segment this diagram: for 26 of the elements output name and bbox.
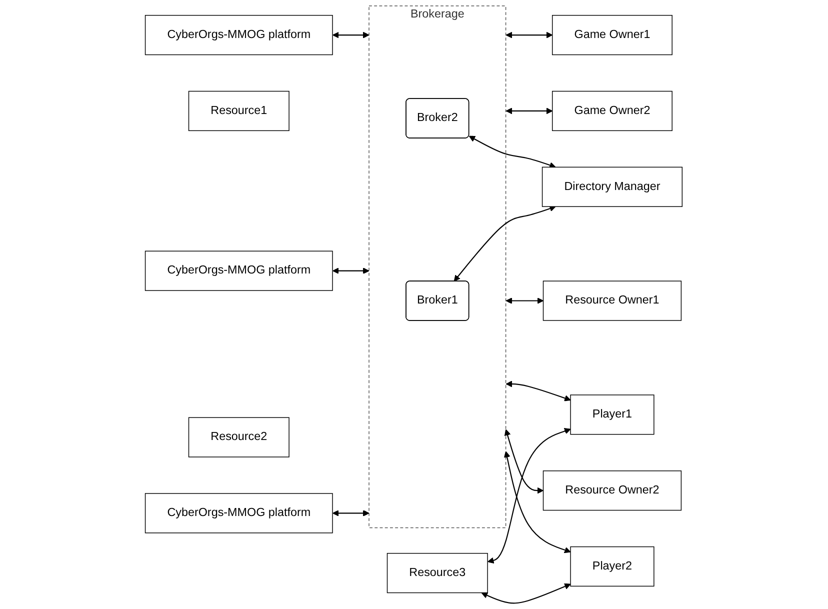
node-box: Game Owner2 — [552, 90, 673, 132]
node-box: Resource1 — [188, 90, 290, 132]
arrow — [506, 32, 553, 38]
node-box: Resource3 — [387, 552, 488, 594]
node-box: Player2 — [570, 546, 655, 587]
arrow — [469, 136, 556, 168]
node-box: Resource Owner1 — [543, 280, 682, 321]
arrow — [506, 108, 553, 114]
arrow — [504, 451, 572, 554]
arrow — [454, 205, 556, 282]
arrow — [332, 32, 370, 38]
arrow — [506, 380, 572, 402]
node-box: Game Owner1 — [552, 14, 673, 56]
arrow — [504, 429, 544, 494]
node-box: CyberOrgs-MMOG platform — [145, 14, 334, 56]
node-box: Resource Owner2 — [543, 470, 682, 511]
node-box: Directory Manager — [542, 166, 683, 207]
node-box: Player1 — [570, 394, 655, 435]
arrow — [506, 298, 544, 304]
arrow — [488, 428, 572, 564]
arrow — [332, 510, 370, 516]
node-box: CyberOrgs-MMOG platform — [145, 250, 334, 291]
node-box: Resource2 — [188, 417, 290, 458]
arrow — [482, 583, 572, 604]
node-box: CyberOrgs-MMOG platform — [145, 493, 334, 534]
arrow — [332, 268, 370, 274]
